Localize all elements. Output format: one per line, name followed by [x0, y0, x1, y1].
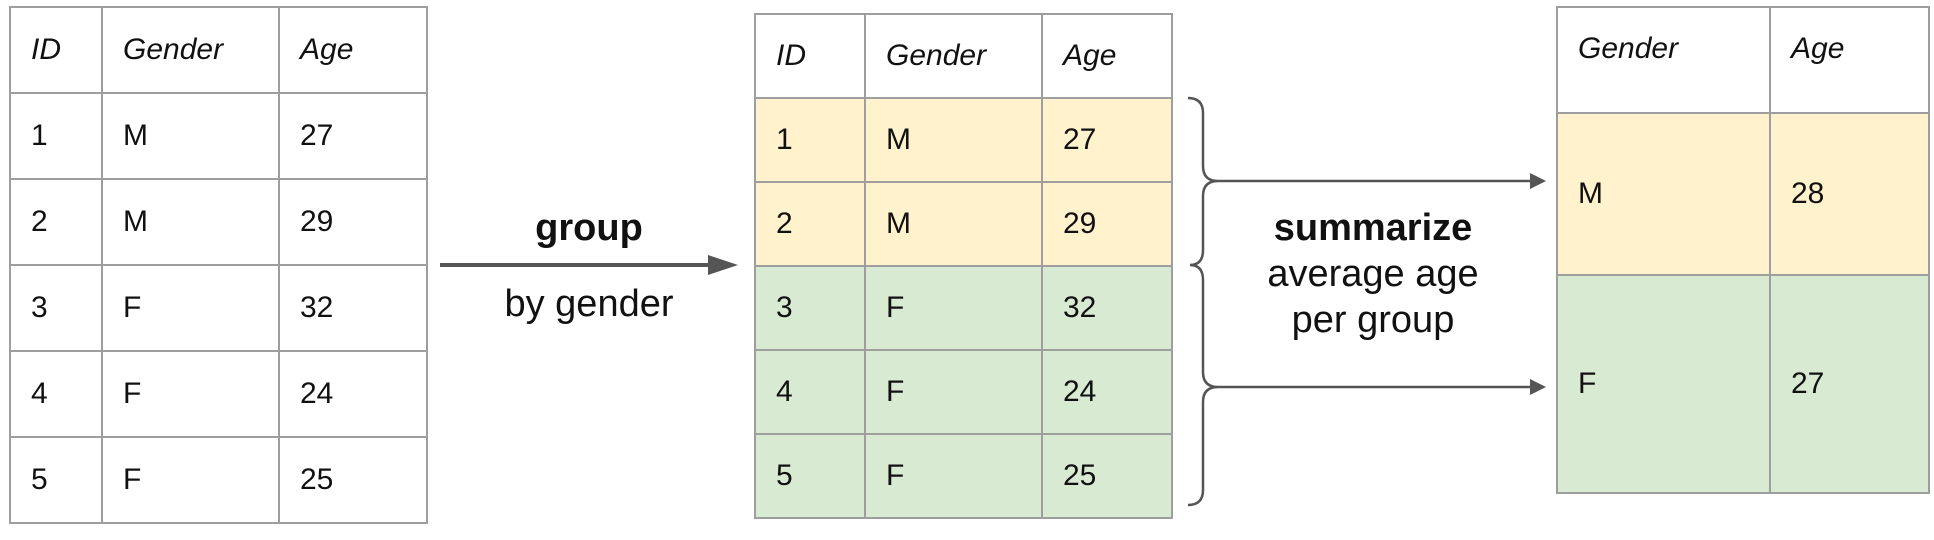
brace-group-m: [1187, 96, 1219, 267]
cell-id: 1: [754, 97, 866, 183]
table-header-row: ID Gender Age: [754, 13, 1173, 99]
cell-age: 25: [1041, 433, 1173, 519]
summarize-step-line2: per group: [1291, 299, 1455, 341]
table-row: 1 M 27: [9, 92, 428, 180]
group-step-title: group: [535, 207, 643, 249]
cell-id: 1: [9, 92, 103, 180]
cell-gender: F: [101, 436, 280, 524]
header-age: Age: [1769, 6, 1930, 114]
cell-id: 4: [9, 350, 103, 438]
table-row: 2 M 29: [9, 178, 428, 266]
cell-id: 3: [9, 264, 103, 352]
header-gender: Gender: [101, 6, 280, 94]
cell-gender: M: [101, 178, 280, 266]
summarize-step-label: summarize average age per group: [1218, 205, 1528, 343]
table-row: 4 F 24: [754, 349, 1173, 435]
group-step-label: group: [449, 205, 729, 251]
table-header-row: Gender Age: [1556, 6, 1930, 114]
table-row: 3 F 32: [9, 264, 428, 352]
table-row: 5 F 25: [9, 436, 428, 524]
brace-group-f: [1187, 263, 1219, 507]
header-gender: Gender: [864, 13, 1043, 99]
summary-table: Gender Age M 28 F 27: [1556, 6, 1930, 494]
summarize-step-title: summarize: [1273, 207, 1473, 249]
group-arrow-head: [708, 255, 738, 275]
source-table: ID Gender Age 1 M 27 2 M 29 3 F 32 4 F 2…: [9, 6, 428, 524]
cell-gender: M: [1556, 112, 1771, 276]
table-row: 2 M 29: [754, 181, 1173, 267]
header-gender: Gender: [1556, 6, 1771, 114]
cell-age: 29: [1041, 181, 1173, 267]
header-age: Age: [278, 6, 428, 94]
grouped-table: ID Gender Age 1 M 27 2 M 29 3 F 32 4 F 2…: [754, 13, 1173, 519]
table-header-row: ID Gender Age: [9, 6, 428, 94]
cell-age: 29: [278, 178, 428, 266]
summary-arrow-f-head: [1530, 379, 1546, 395]
cell-gender: M: [864, 181, 1043, 267]
cell-id: 5: [9, 436, 103, 524]
cell-age: 27: [1041, 97, 1173, 183]
cell-age: 24: [278, 350, 428, 438]
cell-gender: M: [864, 97, 1043, 183]
table-row: 5 F 25: [754, 433, 1173, 519]
table-row: 3 F 32: [754, 265, 1173, 351]
summarize-step-line1: average age: [1267, 253, 1479, 295]
table-row: M 28: [1556, 112, 1930, 276]
cell-age: 27: [278, 92, 428, 180]
table-row: 4 F 24: [9, 350, 428, 438]
cell-age: 32: [1041, 265, 1173, 351]
cell-age: 27: [1769, 274, 1930, 494]
summary-arrow-m-head: [1530, 173, 1546, 189]
cell-gender: F: [101, 264, 280, 352]
cell-gender: F: [864, 433, 1043, 519]
cell-gender: F: [864, 349, 1043, 435]
group-step-subtitle: by gender: [504, 283, 674, 325]
cell-gender: F: [101, 350, 280, 438]
cell-age: 24: [1041, 349, 1173, 435]
cell-id: 4: [754, 349, 866, 435]
cell-gender: F: [1556, 274, 1771, 494]
header-id: ID: [9, 6, 103, 94]
table-row: F 27: [1556, 274, 1930, 494]
cell-id: 5: [754, 433, 866, 519]
header-age: Age: [1041, 13, 1173, 99]
cell-age: 25: [278, 436, 428, 524]
header-id: ID: [754, 13, 866, 99]
cell-id: 3: [754, 265, 866, 351]
cell-id: 2: [9, 178, 103, 266]
cell-gender: M: [101, 92, 280, 180]
table-row: 1 M 27: [754, 97, 1173, 183]
cell-age: 28: [1769, 112, 1930, 276]
cell-age: 32: [278, 264, 428, 352]
cell-gender: F: [864, 265, 1043, 351]
cell-id: 2: [754, 181, 866, 267]
